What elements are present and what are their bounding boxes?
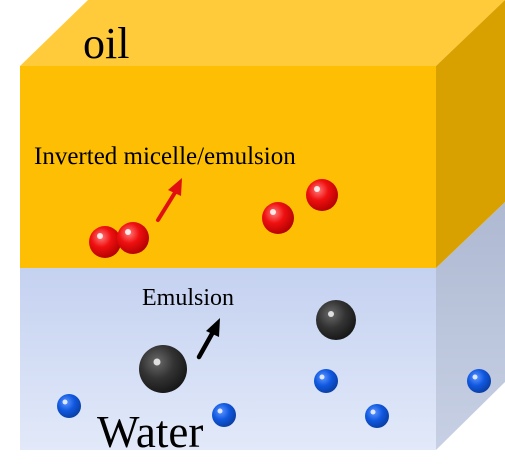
oil-top-face	[20, 0, 505, 66]
red-particle	[306, 179, 338, 211]
black-arrow	[196, 318, 220, 360]
oil-label: oil	[83, 19, 130, 68]
blue-particle	[57, 394, 81, 418]
water-label: Water	[97, 407, 204, 457]
emulsion-label: Emulsion	[142, 285, 235, 311]
blue-particle	[314, 369, 338, 393]
blue-particle	[365, 404, 389, 428]
red-arrow	[156, 178, 182, 222]
black-particle	[316, 300, 356, 340]
blue-particle	[467, 369, 491, 393]
blue-particle	[212, 403, 236, 427]
oil-front-face	[20, 66, 436, 268]
oil-side-face	[436, 0, 505, 268]
red-particle	[117, 222, 149, 254]
inverted-micelle-label: Inverted micelle/emulsion	[34, 143, 296, 170]
red-particle	[89, 226, 121, 258]
black-particle	[139, 345, 187, 393]
red-particle	[262, 202, 294, 234]
